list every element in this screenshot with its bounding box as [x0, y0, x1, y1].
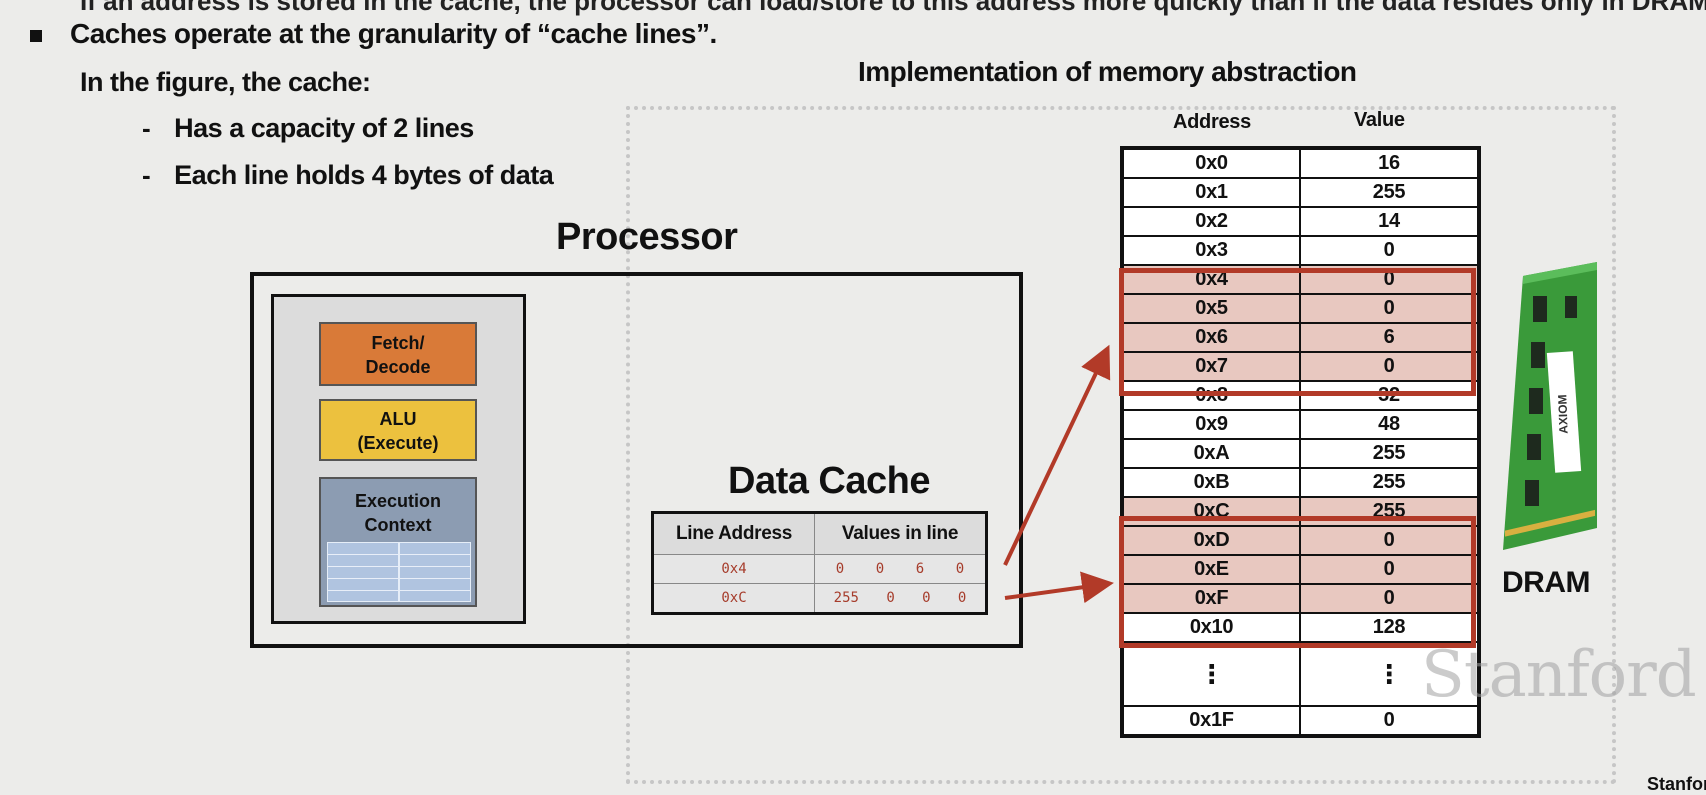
memory-value: 0: [1299, 293, 1480, 324]
cache-line-address: 0xC: [652, 583, 815, 614]
cache-byte: 0: [835, 561, 845, 577]
data-cache-table: Line Address Values in line 0x4 0 0 6 0 …: [651, 511, 988, 615]
cache-line-values: 0 0 6 0: [814, 554, 987, 584]
cache-byte: 0: [957, 590, 967, 606]
memory-value: 6: [1299, 322, 1480, 353]
dram-brand-text: AXIOM: [1555, 394, 1570, 434]
address-header: Address: [1173, 111, 1251, 133]
memory-address: 0xB: [1121, 467, 1301, 498]
cache-byte: 0: [886, 590, 895, 606]
memory-address: 0x10: [1121, 612, 1301, 643]
stanford-watermark: Stanford: [1421, 638, 1697, 712]
memory-row-ellipsis: ⋮⋮: [1121, 641, 1480, 707]
memory-abstraction-region: [626, 106, 1616, 784]
dram-label: DRAM: [1502, 566, 1591, 599]
cache-byte: 0: [955, 561, 965, 577]
memory-value: 0: [1299, 235, 1480, 266]
bullet-cache-lines: Caches operate at the granularity of “ca…: [70, 18, 717, 49]
cut-off-bullet-text: If an address is stored in the cache, th…: [80, 0, 1706, 16]
sub-bullet-text: Has a capacity of 2 lines: [174, 113, 474, 143]
memory-value: 0: [1299, 705, 1480, 737]
figure-intro-text: In the figure, the cache:: [80, 67, 371, 97]
memory-address: 0xD: [1121, 525, 1301, 556]
register-file-left: [327, 542, 399, 602]
memory-address: 0x5: [1121, 293, 1301, 324]
values-in-line-header: Values in line: [814, 512, 987, 555]
memory-address: 0x7: [1121, 351, 1301, 382]
alu-unit: ALU (Execute): [319, 399, 477, 461]
sub-bullet-line-size: -Each line holds 4 bytes of data: [142, 160, 554, 191]
register-file-right: [399, 542, 471, 602]
processor-title: Processor: [556, 216, 738, 258]
memory-value: 0: [1299, 351, 1480, 382]
memory-value: 48: [1299, 409, 1480, 440]
memory-address: 0xC: [1121, 496, 1301, 527]
memory-value: 0: [1299, 525, 1480, 556]
cache-byte: 6: [915, 561, 925, 577]
memory-value: 0: [1299, 554, 1480, 585]
cache-byte: 0: [875, 561, 885, 577]
execution-context-label: Execution Context: [354, 491, 442, 535]
memory-address: 0x2: [1121, 206, 1301, 237]
dash-bullet: -: [142, 113, 151, 143]
implementation-title: Implementation of memory abstraction: [858, 56, 1357, 87]
memory-address: 0x0: [1121, 147, 1301, 179]
memory-address: 0x9: [1121, 409, 1301, 440]
memory-address: 0xA: [1121, 438, 1301, 469]
vertical-ellipsis: ⋮: [1299, 641, 1480, 707]
memory-address: 0x3: [1121, 235, 1301, 266]
sub-bullet-text: Each line holds 4 bytes of data: [174, 160, 554, 190]
memory-value: 128: [1299, 612, 1480, 643]
memory-value: 255: [1299, 177, 1480, 208]
memory-value: 14: [1299, 206, 1480, 237]
memory-value: 255: [1299, 496, 1480, 527]
cache-line-row: 0x4 0 0 6 0: [652, 554, 987, 584]
memory-address: 0xF: [1121, 583, 1301, 614]
cache-line-address: 0x4: [652, 554, 815, 584]
vertical-ellipsis: ⋮: [1121, 641, 1301, 707]
memory-address: 0x1: [1121, 177, 1301, 208]
data-cache-title: Data Cache: [728, 460, 930, 502]
bullet-square-icon: [30, 30, 42, 42]
cache-line-highlight-0x4: [1119, 268, 1476, 396]
memory-address: 0x1F: [1121, 705, 1301, 737]
fetch-decode-unit: Fetch/ Decode: [319, 322, 477, 386]
memory-value: 255: [1299, 438, 1480, 469]
memory-value: 16: [1299, 147, 1480, 179]
cache-line-row: 0xC 255 0 0 0: [652, 583, 987, 614]
stanford-corner-text: Stanfor: [1647, 774, 1706, 794]
dash-bullet: -: [142, 160, 151, 190]
cache-line-values: 255 0 0 0: [814, 583, 987, 614]
cache-byte: 0: [922, 590, 931, 606]
memory-value: 0: [1299, 583, 1480, 614]
memory-address: 0xE: [1121, 554, 1301, 585]
cache-line-highlight-0xC: [1119, 516, 1476, 648]
cache-byte: 255: [833, 590, 859, 606]
dram-module-icon: AXIOM: [1503, 262, 1597, 550]
line-address-header: Line Address: [652, 512, 815, 555]
memory-value: 255: [1299, 467, 1480, 498]
value-header: Value: [1354, 109, 1405, 131]
sub-bullet-capacity: -Has a capacity of 2 lines: [142, 113, 474, 144]
